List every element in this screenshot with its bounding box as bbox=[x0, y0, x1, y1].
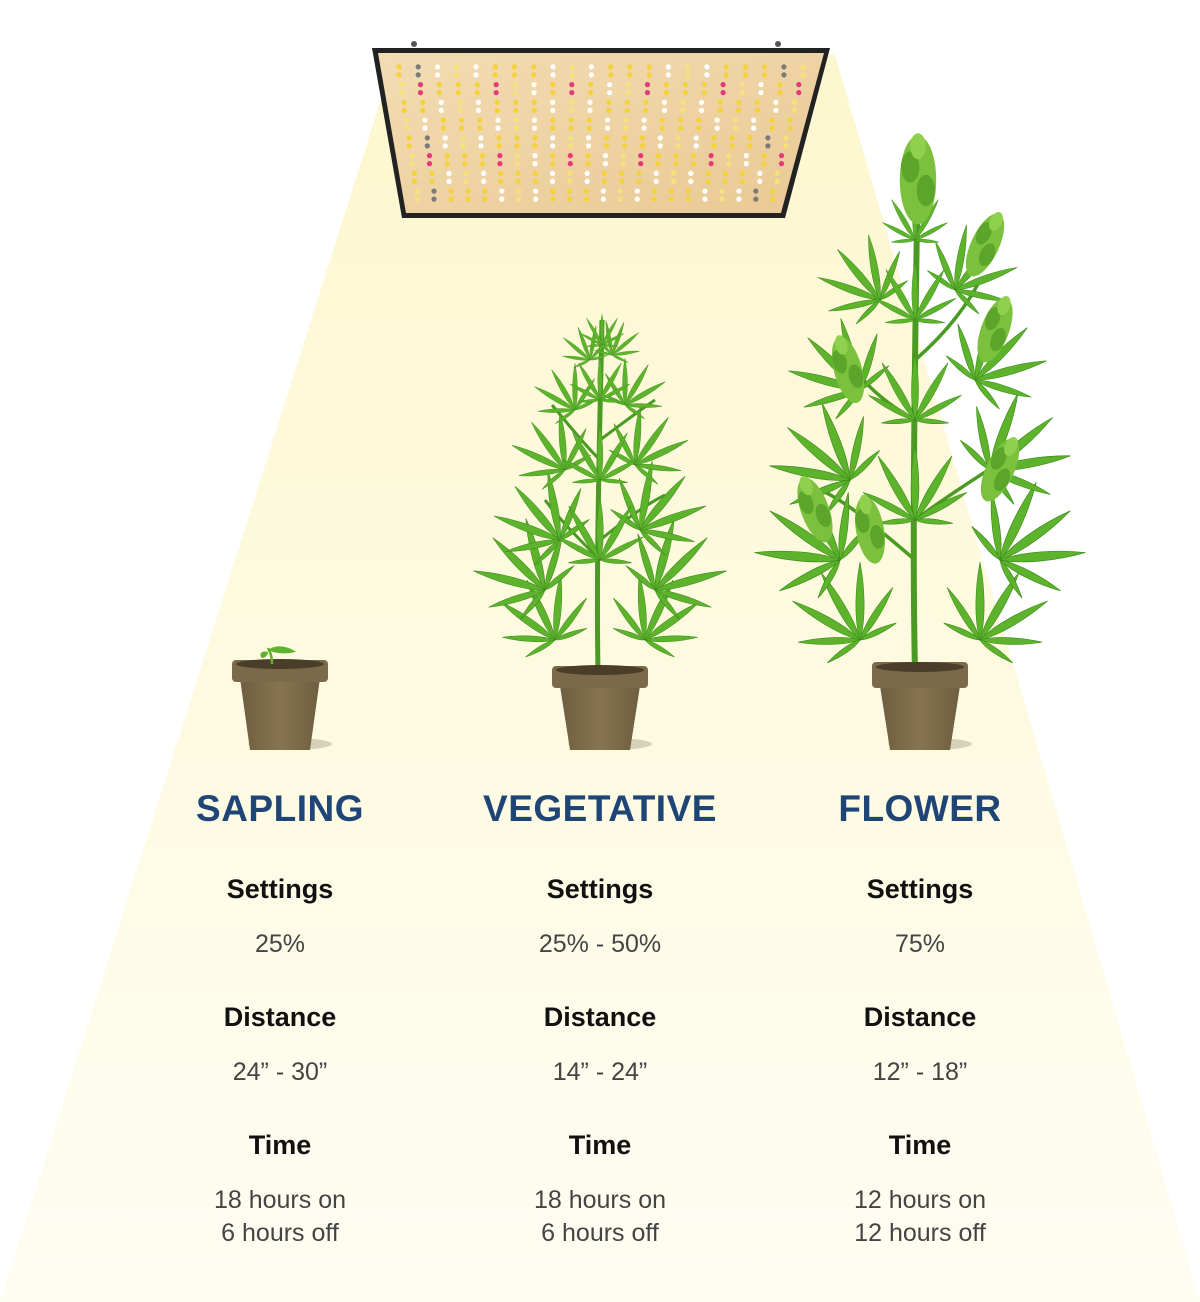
distance-label: Distance bbox=[863, 1002, 977, 1032]
time-off-value: 6 hours off bbox=[221, 1219, 339, 1247]
time-on-value: 12 hours on bbox=[853, 1186, 987, 1214]
settings-label: Settings bbox=[546, 874, 654, 904]
settings-value: 25% - 50% bbox=[538, 930, 662, 958]
settings-value: 25% bbox=[254, 930, 306, 958]
stage-title: FLOWER bbox=[838, 788, 1002, 829]
distance-value: 14” - 24” bbox=[552, 1058, 648, 1086]
time-on-value: 18 hours on bbox=[533, 1186, 667, 1214]
sapling-plant bbox=[232, 646, 328, 750]
stage-title: SAPLING bbox=[196, 788, 364, 829]
stage-title: VEGETATIVE bbox=[483, 788, 717, 829]
settings-label: Settings bbox=[226, 874, 334, 904]
time-label: Time bbox=[888, 1130, 952, 1160]
vegetative-plant bbox=[454, 313, 746, 750]
distance-value: 12” - 18” bbox=[872, 1058, 968, 1086]
distance-label: Distance bbox=[223, 1002, 337, 1032]
settings-label: Settings bbox=[866, 874, 974, 904]
time-label: Time bbox=[248, 1130, 312, 1160]
distance-label: Distance bbox=[543, 1002, 657, 1032]
distance-value: 24” - 30” bbox=[232, 1058, 328, 1086]
time-on-value: 18 hours on bbox=[213, 1186, 347, 1214]
led-grow-light-panel bbox=[372, 41, 830, 218]
time-off-value: 6 hours off bbox=[541, 1219, 659, 1247]
time-off-value: 12 hours off bbox=[854, 1219, 986, 1247]
flower-plant bbox=[733, 133, 1107, 750]
settings-value: 75% bbox=[894, 930, 946, 958]
time-label: Time bbox=[568, 1130, 632, 1160]
